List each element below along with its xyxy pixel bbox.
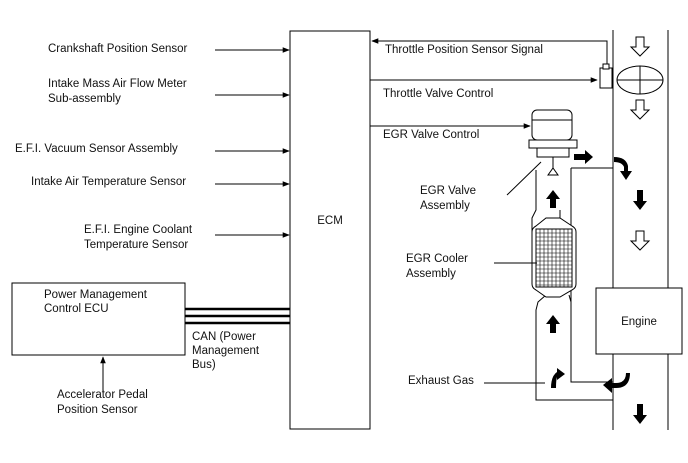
egr-valve-leader: [506, 161, 542, 196]
exhaust-flow-arrows: [546, 150, 647, 424]
egr-valve: [528, 109, 578, 176]
can-bus-lines: [185, 307, 290, 325]
egr-valve-label-2: Assembly: [420, 200, 470, 212]
egr-control-label: EGR Valve Control: [383, 129, 479, 141]
egr-cooler-label-2: Assembly: [406, 268, 456, 280]
coolant-sensor-label-1: E.F.I. Engine Coolant: [84, 224, 193, 236]
egr-cooler-grid: [536, 229, 572, 287]
vacuum-sensor-label: E.F.I. Vacuum Sensor Assembly: [15, 143, 178, 155]
crankshaft-sensor-label: Crankshaft Position Sensor: [48, 43, 188, 55]
engine-label: Engine: [621, 316, 657, 328]
maf-sensor-label-1: Intake Mass Air Flow Meter: [48, 78, 187, 90]
egr-valve-label-1: EGR Valve: [420, 185, 476, 197]
can-label-2: Management: [192, 345, 260, 357]
maf-sensor-label-2: Sub-assembly: [48, 93, 121, 105]
intake-air-flow-arrows: [629, 36, 651, 251]
can-label-1: CAN (Power: [192, 331, 256, 343]
power-ecu-label-2: Control ECU: [44, 303, 109, 315]
coolant-sensor-label-2: Temperature Sensor: [84, 239, 188, 251]
accelerator-label-2: Position Sensor: [57, 404, 138, 416]
egr-cooler-label-1: EGR Cooler: [406, 253, 468, 265]
can-label-3: Bus): [192, 359, 216, 371]
throttle-sensor-signal-line: [371, 38, 608, 67]
throttle-control-label: Throttle Valve Control: [383, 88, 493, 100]
power-management-ecu-box: [11, 282, 186, 356]
accelerator-label-1: Accelerator Pedal: [57, 389, 148, 401]
ecm-label: ECM: [317, 215, 343, 227]
intake-temp-sensor-label: Intake Air Temperature Sensor: [31, 176, 186, 188]
ecm-box: [289, 30, 371, 430]
exhaust-gas-label: Exhaust Gas: [408, 375, 474, 387]
engine-box: [595, 287, 683, 355]
power-ecu-label-1: Power Management: [44, 289, 148, 301]
throttle-valve: [599, 63, 664, 95]
throttle-sensor-signal-label: Throttle Position Sensor Signal: [385, 44, 543, 56]
